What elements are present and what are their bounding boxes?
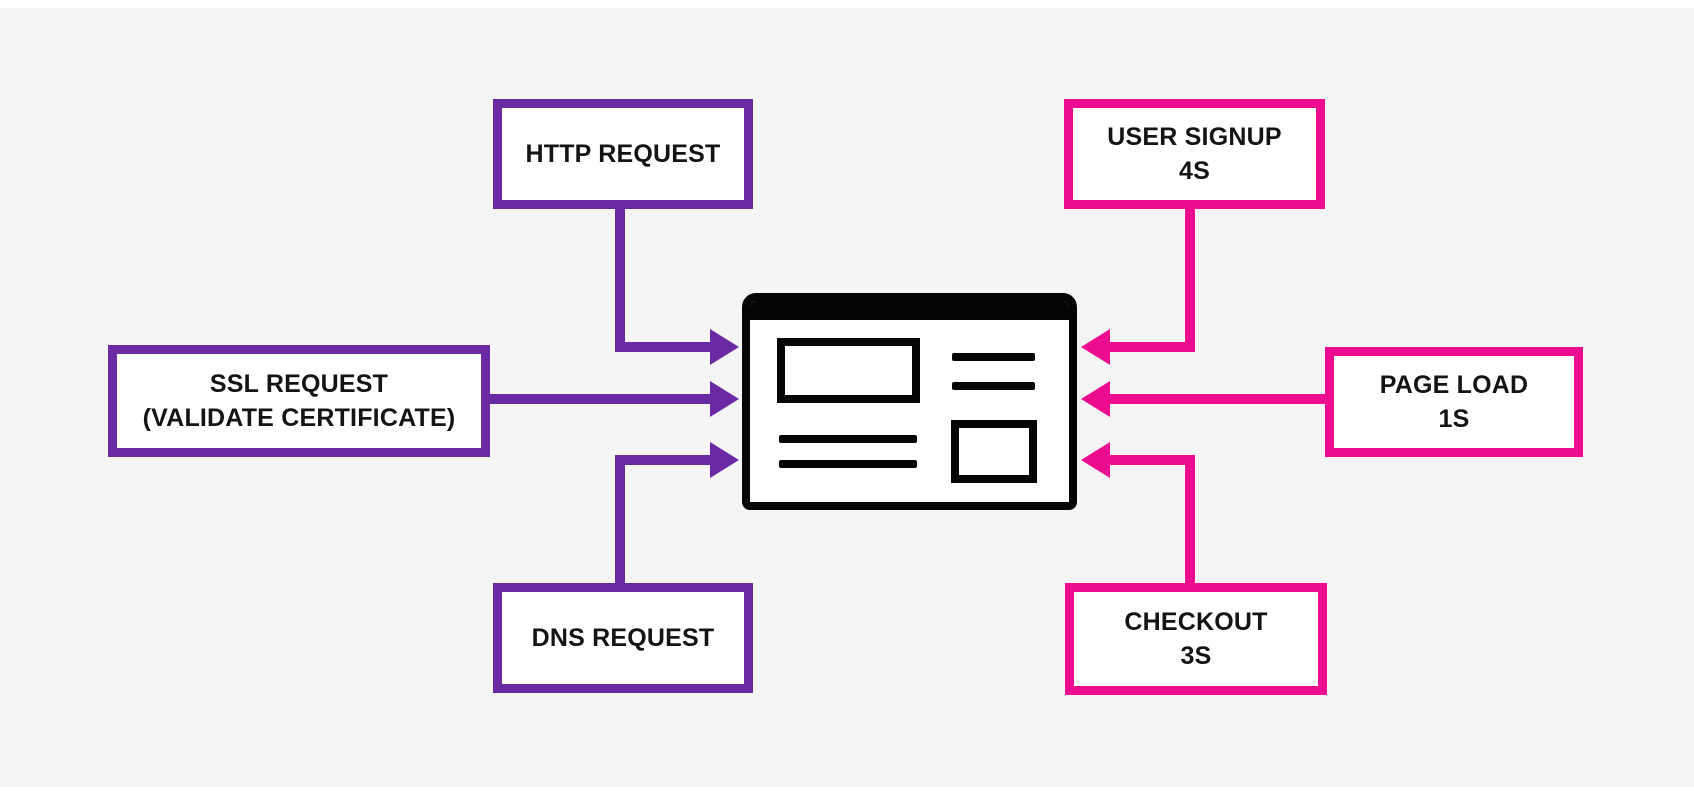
node-user-signup: USER SIGNUP 4S: [1064, 99, 1325, 209]
node-ssl-request-label-line1: SSL REQUEST: [209, 370, 389, 398]
node-ssl-request: SSL REQUEST (VALIDATE CERTIFICATE): [108, 345, 490, 457]
browser-text-line-bottom-1: [779, 435, 917, 443]
node-http-request: HTTP REQUEST: [493, 99, 753, 209]
node-ssl-request-label-line2: (VALIDATE CERTIFICATE): [142, 404, 456, 432]
node-dns-request-label: DNS REQUEST: [531, 624, 715, 652]
arrowhead-http-icon: [710, 329, 739, 365]
browser-text-line-bottom-2: [779, 460, 917, 468]
arrowhead-checkout-icon: [1081, 442, 1110, 478]
connector-ssl-horizontal: [487, 394, 711, 404]
arrowhead-ssl-icon: [710, 381, 739, 417]
node-user-signup-label: USER SIGNUP: [1107, 123, 1282, 151]
browser-image-block: [951, 420, 1037, 483]
browser-text-line-top-2: [952, 382, 1035, 390]
arrowhead-page-load-icon: [1081, 381, 1110, 417]
node-checkout-duration: 3S: [1180, 642, 1212, 670]
node-http-request-label: HTTP REQUEST: [525, 140, 721, 168]
browser-titlebar: [750, 301, 1069, 320]
node-page-load-label: PAGE LOAD: [1379, 371, 1529, 399]
connector-dns-vertical: [615, 455, 625, 585]
connector-checkout-horizontal: [1109, 455, 1195, 465]
node-page-load-duration: 1S: [1438, 405, 1470, 433]
connector-user-signup-vertical: [1185, 206, 1195, 352]
browser-hero-block: [777, 338, 920, 403]
node-page-load: PAGE LOAD 1S: [1325, 347, 1583, 457]
node-checkout-label: CHECKOUT: [1124, 608, 1268, 636]
browser-text-line-top-1: [952, 353, 1035, 361]
connector-user-signup-horizontal: [1109, 342, 1195, 352]
arrowhead-user-signup-icon: [1081, 329, 1110, 365]
node-dns-request: DNS REQUEST: [493, 583, 753, 693]
connector-page-load-horizontal: [1109, 394, 1327, 404]
connector-http-vertical: [615, 209, 625, 352]
browser-window-icon: [742, 293, 1077, 510]
arrowhead-dns-icon: [710, 442, 739, 478]
node-user-signup-duration: 4S: [1179, 157, 1210, 185]
node-checkout: CHECKOUT 3S: [1065, 583, 1327, 695]
connector-http-horizontal: [615, 342, 711, 352]
connector-checkout-vertical: [1185, 460, 1195, 585]
connector-dns-horizontal: [615, 455, 711, 465]
